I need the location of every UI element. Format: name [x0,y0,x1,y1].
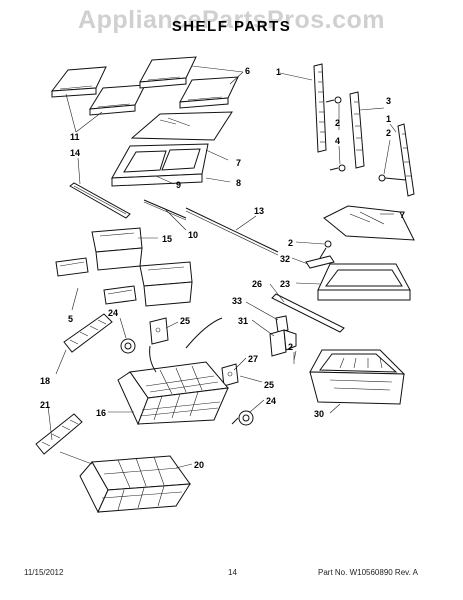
basket-bracket-right [221,363,239,387]
callout-13: 13 [254,206,264,216]
screw-lower [329,164,346,172]
slide-bracket [269,329,297,357]
ladder-rail-left [313,63,327,153]
callout-14: 14 [70,148,80,158]
roller-left [120,338,136,354]
shelf-rod-short [143,199,187,221]
glass-shelf-right [323,205,415,241]
callout-numbers: 1 2 4 3 1 2 6 11 7 8 9 10 13 14 15 2 7 3… [40,66,405,470]
basket-rail-left [63,313,113,353]
callout-30: 30 [314,409,324,419]
ladder-rail-right [397,123,415,197]
slide-clip [275,315,289,333]
callout-31: 31 [238,316,248,326]
leader-lines [47,65,397,469]
shelf-trim-strip [271,293,345,333]
screw-right [378,174,407,182]
callout-25-upper: 25 [180,316,190,326]
callout-2: 2 [335,118,340,128]
deli-drawer-upper [91,227,143,271]
callout-2c: 2 [288,238,293,248]
shelf-rod-long [185,207,279,256]
screw-bracket [324,240,332,248]
trim-strip [69,182,131,219]
basket-rail-lower [35,413,83,455]
basket-bracket-left [149,317,169,345]
footer-date: 11/15/2012 [24,568,64,577]
callout-15: 15 [162,234,172,244]
callout-2d: 2 [288,342,293,352]
callout-23: 23 [280,279,290,289]
glass-shelf-upper [130,111,233,141]
callout-32: 32 [280,254,290,264]
callout-20: 20 [194,460,204,470]
callout-11: 11 [70,132,80,142]
wire-basket-lower [79,455,191,514]
shelf-upper-left-back [50,66,107,98]
callout-7-upper: 7 [236,158,241,168]
callout-3: 3 [386,96,391,106]
shelf-upper-left-front [89,84,146,116]
callout-21: 21 [40,400,50,410]
shelf-upper-right-back [139,56,197,89]
callout-5: 5 [68,314,73,324]
footer-part-number: Part No. W10560890 Rev. A [318,568,418,577]
shelf-frame-right [317,263,411,301]
callout-25-lower: 25 [264,380,274,390]
callout-2b: 2 [386,128,391,138]
callout-1b: 1 [386,114,391,124]
shelf-frame-mid [111,143,209,187]
callout-26: 26 [252,279,262,289]
shelf-upper-right-front [179,76,239,109]
callout-33: 33 [232,296,242,306]
roller-right [231,410,254,426]
drawer-trim-right [103,285,137,305]
drawer-trim-left [55,257,89,277]
callout-6: 6 [245,66,250,76]
callout-18: 18 [40,376,50,386]
callout-9: 9 [176,180,181,190]
callout-24-upper: 24 [108,308,118,318]
shelf-bracket [305,247,335,269]
page-title: SHELF PARTS [171,18,292,35]
basket-wire-hook [149,317,223,373]
callout-16: 16 [96,408,106,418]
footer-page-number: 14 [228,568,237,577]
crisper-drawer [309,349,406,405]
deli-drawer-lower [139,261,193,307]
wire-basket-upper [117,361,229,426]
callout-24-lower: 24 [266,396,276,406]
screw-upper [325,96,342,104]
callout-8: 8 [236,178,241,188]
callout-27: 27 [248,354,258,364]
callout-1: 1 [276,67,281,77]
callout-10: 10 [188,230,198,240]
ladder-rail-middle [349,91,365,169]
callout-4: 4 [335,136,340,146]
callout-7-right: 7 [400,210,405,220]
